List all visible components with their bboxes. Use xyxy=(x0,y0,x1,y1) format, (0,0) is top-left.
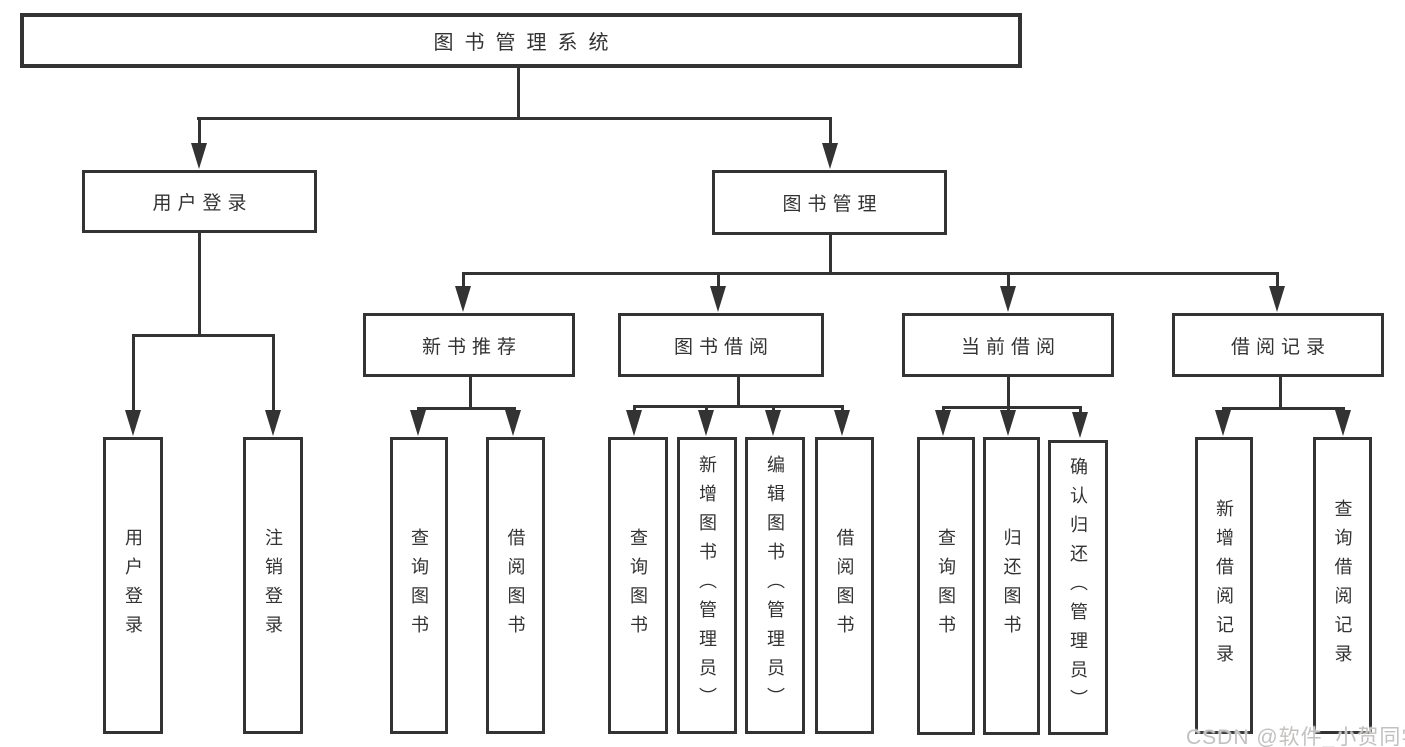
leaf-confirm-return-admin: 确认归还（管理员） xyxy=(1048,440,1108,735)
arrow-down-icon xyxy=(710,286,726,312)
leaf-query-books: 查询图书 xyxy=(917,437,975,735)
leaf-logout: 注销登录 xyxy=(243,437,303,734)
arrow-down-icon xyxy=(1215,410,1231,436)
arrow-down-icon xyxy=(935,410,951,436)
leaf-label: 新增借阅记录 xyxy=(1214,498,1234,673)
connector-line xyxy=(462,272,1279,275)
connector-line xyxy=(717,272,720,290)
leaf-label: 查询借阅记录 xyxy=(1332,498,1353,673)
arrow-down-icon xyxy=(765,410,781,436)
leaf-add-books-admin: 新增图书（管理员） xyxy=(677,437,737,734)
connector-line xyxy=(829,117,832,147)
connector-line xyxy=(633,405,844,408)
connector-line xyxy=(198,232,201,337)
arrow-down-icon xyxy=(626,410,642,436)
arrow-down-icon xyxy=(834,410,850,436)
arrow-down-icon xyxy=(410,410,426,436)
leaf-query-books: 查询图书 xyxy=(390,437,448,734)
node-borrowing-records: 借阅记录 xyxy=(1172,313,1384,377)
arrow-down-icon xyxy=(1269,286,1285,312)
connector-line xyxy=(517,68,520,120)
leaf-label: 归还图书 xyxy=(1001,528,1022,644)
connector-line xyxy=(829,234,832,275)
arrow-down-icon xyxy=(265,410,281,436)
arrow-down-icon xyxy=(1072,412,1088,438)
leaf-label: 注销登录 xyxy=(263,527,283,644)
leaf-label: 借阅图书 xyxy=(834,527,855,644)
leaf-label: 新增图书（管理员） xyxy=(697,455,717,716)
arrow-down-icon xyxy=(191,143,207,169)
node-library-management-system: 图书管理系统 xyxy=(20,13,1022,68)
node-new-book-recommendation: 新书推荐 xyxy=(363,313,575,377)
arrow-down-icon xyxy=(455,286,471,312)
node-book-borrowing: 图书借阅 xyxy=(618,313,824,377)
connector-line xyxy=(197,117,832,120)
connector-line xyxy=(132,334,275,337)
leaf-add-borrow-record: 新增借阅记录 xyxy=(1195,437,1253,734)
csdn-watermark: CSDN @软件_小贺同学 xyxy=(1186,726,1405,747)
connector-line xyxy=(942,406,1082,409)
connector-line xyxy=(462,272,465,290)
connector-line xyxy=(132,334,135,414)
connector-line xyxy=(737,377,740,407)
root-label: 图书管理系统 xyxy=(433,32,620,54)
leaf-label: 查询图书 xyxy=(936,528,956,644)
connector-line xyxy=(1276,272,1279,290)
connector-line xyxy=(772,405,775,413)
leaf-label: 查询图书 xyxy=(628,527,648,644)
leaf-label: 编辑图书（管理员） xyxy=(765,455,785,716)
leaf-label: 查询图书 xyxy=(409,527,429,644)
node-user-login: 用户登录 xyxy=(82,170,317,233)
connector-line xyxy=(272,334,275,414)
leaf-borrow-books: 借阅图书 xyxy=(486,437,545,734)
node-label: 借阅记录 xyxy=(1230,336,1331,358)
leaf-user-login: 用户登录 xyxy=(103,437,163,734)
leaf-label: 借阅图书 xyxy=(505,527,526,644)
leaf-query-borrow-record: 查询借阅记录 xyxy=(1313,437,1372,734)
leaf-edit-books-admin: 编辑图书（管理员） xyxy=(745,437,805,734)
connector-line xyxy=(417,407,516,410)
leaf-return-books: 归还图书 xyxy=(983,437,1040,735)
connector-line xyxy=(1279,377,1282,409)
leaf-label: 用户登录 xyxy=(123,527,143,644)
connector-line xyxy=(1007,377,1010,408)
connector-line xyxy=(633,405,636,413)
node-label: 当前借阅 xyxy=(960,336,1061,358)
connector-line xyxy=(198,117,201,147)
connector-line xyxy=(1222,407,1345,410)
arrow-down-icon xyxy=(505,410,521,436)
node-label: 图书借阅 xyxy=(673,336,774,358)
arrow-down-icon xyxy=(1335,410,1351,436)
node-label: 新书推荐 xyxy=(421,336,522,358)
connector-line xyxy=(1079,406,1082,414)
arrow-down-icon xyxy=(125,410,141,436)
connector-line xyxy=(841,405,844,413)
connector-line xyxy=(1007,272,1010,290)
leaf-label: 确认归还（管理员） xyxy=(1068,457,1088,718)
arrow-down-icon xyxy=(1000,286,1016,312)
leaf-borrow-books: 借阅图书 xyxy=(815,437,874,734)
node-current-borrowing: 当前借阅 xyxy=(902,313,1114,377)
arrow-down-icon xyxy=(822,143,838,169)
connector-line xyxy=(469,377,472,409)
node-label: 图书管理 xyxy=(782,194,883,215)
node-book-management: 图书管理 xyxy=(712,170,947,235)
connector-line xyxy=(705,405,708,413)
arrow-down-icon xyxy=(1000,410,1016,436)
node-label: 用户登录 xyxy=(152,193,253,214)
arrow-down-icon xyxy=(698,410,714,436)
leaf-query-books: 查询图书 xyxy=(608,437,668,734)
